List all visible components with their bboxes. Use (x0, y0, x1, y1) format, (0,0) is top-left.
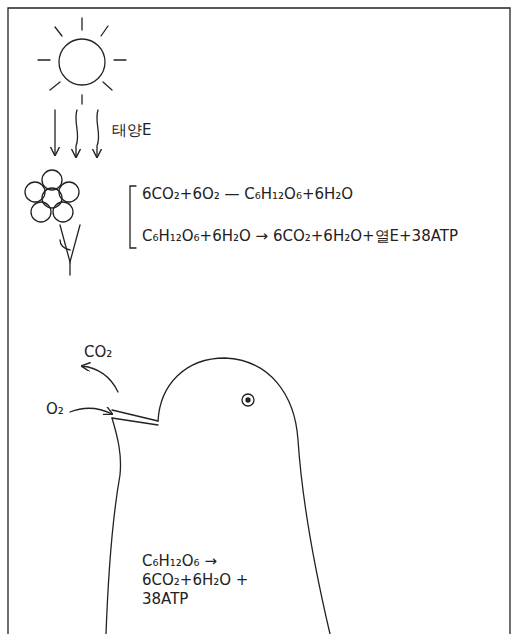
bracket (130, 186, 136, 248)
energy-label: 태양E (112, 121, 151, 140)
frame (8, 8, 510, 634)
gas-label: O₂ (46, 400, 64, 419)
o2-arrow (70, 408, 112, 414)
sun (38, 18, 126, 104)
flower (25, 170, 80, 275)
equation-label: 6CO₂+6O₂ — C₆H₁₂O₆+6H₂O (142, 185, 353, 204)
gas-label: CO₂ (84, 343, 112, 362)
equation-label: C₆H₁₂O₆+6H₂O → 6CO₂+6H₂O+열E+38ATP (142, 227, 458, 246)
bird (106, 358, 330, 634)
sunlight-arrows (55, 110, 99, 157)
equation-label: C₆H₁₂O₆ → 6CO₂+6H₂O + 38ATP (142, 552, 262, 608)
co2-arrow (82, 366, 118, 392)
